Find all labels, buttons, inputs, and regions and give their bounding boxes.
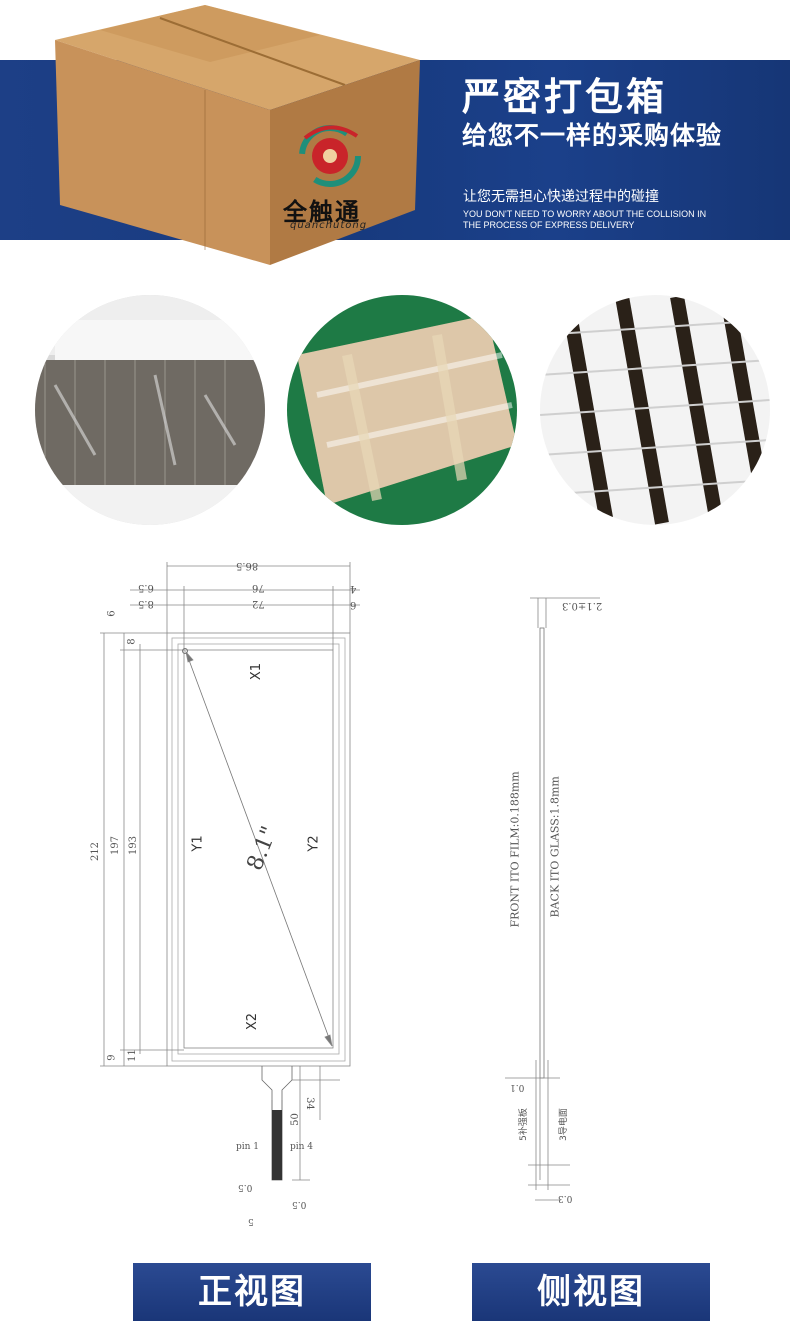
brand-logo-icon <box>299 125 361 187</box>
side-d01: 0.1 <box>510 1082 525 1092</box>
label-x1: X1 <box>249 662 265 681</box>
packaging-desc-cn: 让您无需担心快递过程中的碰撞 <box>463 189 659 205</box>
dim-72: 72 <box>252 598 265 609</box>
dim-76: 76 <box>252 582 265 593</box>
dim-197: 197 <box>110 835 122 856</box>
technical-drawing <box>100 562 600 1201</box>
brand-name-cn: 全触通 <box>283 198 361 226</box>
packaging-title: 严密打包箱 <box>462 75 668 119</box>
label-x2: X2 <box>245 1012 261 1031</box>
side-view-button[interactable]: 侧视图 <box>472 1263 710 1321</box>
photo-film-stack <box>35 295 265 525</box>
dim-8: 8 <box>126 638 138 645</box>
photo-wrapped-box <box>287 295 517 525</box>
dim-193: 193 <box>128 835 140 856</box>
dim-4: 4 <box>350 583 357 594</box>
dim-6-left: 6 <box>106 610 118 617</box>
dim-6-5: 6.5 <box>138 582 154 593</box>
packaging-desc-en-2: THE PROCESS OF EXPRESS DELIVERY <box>463 220 635 230</box>
cardboard-box-image <box>55 5 420 265</box>
side-front-note: FRONT ITO FILM:0.188mm <box>508 771 522 928</box>
dim-34: 34 <box>303 1097 315 1110</box>
dim-212: 212 <box>90 841 102 862</box>
label-y1: Y1 <box>190 835 206 852</box>
label-y2: Y2 <box>306 835 322 852</box>
dim-86-5: 86.5 <box>236 560 259 571</box>
dim-5: 5 <box>248 1216 254 1226</box>
side-back-note: BACK ITO GLASS:1.8mm <box>548 776 562 918</box>
packaging-subtitle: 给您不一样的采购体验 <box>462 121 723 150</box>
brand-name-en: quanchutong <box>290 220 368 231</box>
dim-0-5-a: 0.5 <box>238 1182 253 1192</box>
dim-8-5: 8.5 <box>138 598 154 609</box>
dim-6-right: 6 <box>350 599 357 610</box>
side-thickness: 2.1±0.3 <box>562 600 603 611</box>
packaging-desc-en-1: YOU DON'T NEED TO WORRY ABOUT THE COLLIS… <box>463 209 707 219</box>
dim-0-5-b: 0.5 <box>292 1199 307 1209</box>
side-label-b: 3导电面 <box>558 1108 569 1141</box>
side-label-a: 5补强板 <box>518 1108 529 1141</box>
panel-outline <box>166 632 351 1067</box>
front-view-button[interactable]: 正视图 <box>133 1263 371 1321</box>
dim-50: 50 <box>289 1113 301 1126</box>
side-d03: 0.3 <box>558 1193 573 1203</box>
dim-9: 9 <box>106 1054 118 1061</box>
photo-foam-slots <box>540 295 770 525</box>
pin1-label: pin 1 <box>236 1142 260 1152</box>
dim-11: 11 <box>126 1049 138 1062</box>
pin4-label: pin 4 <box>290 1142 314 1152</box>
